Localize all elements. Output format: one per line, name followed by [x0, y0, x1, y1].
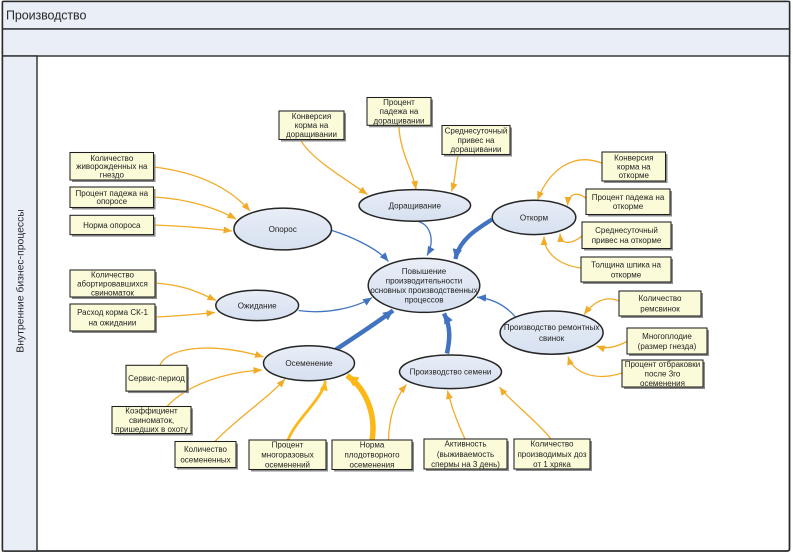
svg-text:Среднесуточный: Среднесуточный — [445, 127, 508, 136]
svg-text:абортировавшихся: абортировавшихся — [77, 279, 148, 288]
svg-text:Количество: Количество — [531, 440, 575, 449]
svg-text:Внутренние бизнес-процессы: Внутренние бизнес-процессы — [15, 209, 27, 352]
svg-text:Процент: Процент — [272, 440, 304, 449]
svg-text:Производство ремонтных: Производство ремонтных — [504, 323, 599, 332]
svg-text:откорме: откорме — [619, 171, 650, 180]
svg-text:спермы на 3 день): спермы на 3 день) — [431, 460, 500, 469]
svg-text:Конверсия: Конверсия — [292, 112, 331, 121]
svg-text:свиноматок,: свиноматок, — [129, 416, 174, 425]
svg-text:плодотворного: плодотворного — [344, 451, 400, 460]
svg-text:Количество: Количество — [90, 154, 134, 163]
svg-text:Производство семени: Производство семени — [410, 368, 492, 377]
svg-text:процессов: процессов — [405, 296, 444, 305]
svg-text:падежа на: падежа на — [380, 107, 419, 116]
svg-text:привес на: привес на — [458, 136, 496, 145]
svg-text:Процент: Процент — [383, 98, 415, 107]
svg-text:Откорм: Откорм — [520, 213, 548, 222]
svg-text:живорожденных на: живорожденных на — [76, 162, 148, 171]
svg-text:опоросе: опоросе — [97, 197, 128, 206]
svg-text:Норма опороса: Норма опороса — [83, 221, 141, 230]
svg-text:откорме: откорме — [611, 270, 642, 279]
svg-text:Процент падежа на: Процент падежа на — [76, 189, 149, 198]
svg-text:привес на откорме: привес на откорме — [592, 236, 662, 245]
svg-text:Толщина шпика на: Толщина шпика на — [591, 260, 661, 269]
svg-text:на ожидании: на ожидании — [89, 319, 137, 328]
svg-text:Количество: Количество — [184, 445, 228, 454]
svg-text:доращивании: доращивании — [286, 130, 337, 139]
svg-text:пришедших в охоту: пришедших в охоту — [115, 425, 188, 434]
svg-text:Процент отбраковки: Процент отбраковки — [625, 360, 701, 369]
svg-text:откорме: откорме — [613, 202, 644, 211]
svg-text:гнездо: гнездо — [100, 170, 125, 179]
svg-text:доращивании: доращивании — [450, 145, 501, 154]
svg-text:(выживаемость: (выживаемость — [437, 450, 494, 459]
svg-text:производимых доз: производимых доз — [517, 450, 586, 459]
svg-text:от 1 хряка: от 1 хряка — [533, 460, 571, 469]
svg-text:Доращивание: Доращивание — [389, 201, 442, 210]
svg-text:корма на: корма на — [617, 162, 651, 171]
svg-text:осеменения: осеменения — [350, 461, 395, 470]
svg-text:многоразовых: многоразовых — [261, 451, 313, 460]
svg-text:(размер гнезда): (размер гнезда) — [638, 342, 697, 351]
svg-text:Опорос: Опорос — [269, 225, 297, 234]
svg-text:Производство: Производство — [6, 8, 86, 22]
svg-text:Количество: Количество — [91, 270, 135, 279]
svg-text:осемененных: осемененных — [180, 456, 230, 465]
svg-text:Сервис-период: Сервис-период — [128, 374, 185, 383]
svg-text:Норма: Норма — [360, 440, 385, 449]
svg-text:производительности: производительности — [386, 277, 463, 286]
svg-text:Активность: Активность — [444, 440, 486, 449]
svg-text:Конверсия: Конверсия — [614, 153, 653, 162]
svg-text:после 3го: после 3го — [645, 369, 681, 378]
svg-text:Количество: Количество — [639, 294, 683, 303]
svg-text:Коэффициент: Коэффициент — [125, 407, 178, 416]
svg-text:осеменения: осеменения — [640, 379, 685, 388]
svg-text:корма на: корма на — [295, 121, 329, 130]
svg-text:Осеменение: Осеменение — [285, 359, 333, 368]
svg-text:свинок: свинок — [539, 334, 565, 343]
svg-text:доращивании: доращивании — [373, 116, 424, 125]
svg-text:Среднесуточный: Среднесуточный — [595, 226, 658, 235]
svg-text:Многоплодие: Многоплодие — [642, 332, 692, 341]
svg-text:ремсвинок: ремсвинок — [640, 304, 680, 313]
svg-text:осеменений: осеменений — [265, 461, 310, 470]
svg-text:основных производственных: основных производственных — [370, 286, 477, 295]
svg-text:Процент падежа на: Процент падежа на — [592, 193, 665, 202]
svg-text:Ожидание: Ожидание — [238, 301, 277, 310]
svg-text:свиноматок: свиноматок — [91, 288, 134, 297]
svg-text:Расход корма СК-1: Расход корма СК-1 — [77, 308, 148, 317]
svg-text:Повышение: Повышение — [402, 267, 447, 276]
